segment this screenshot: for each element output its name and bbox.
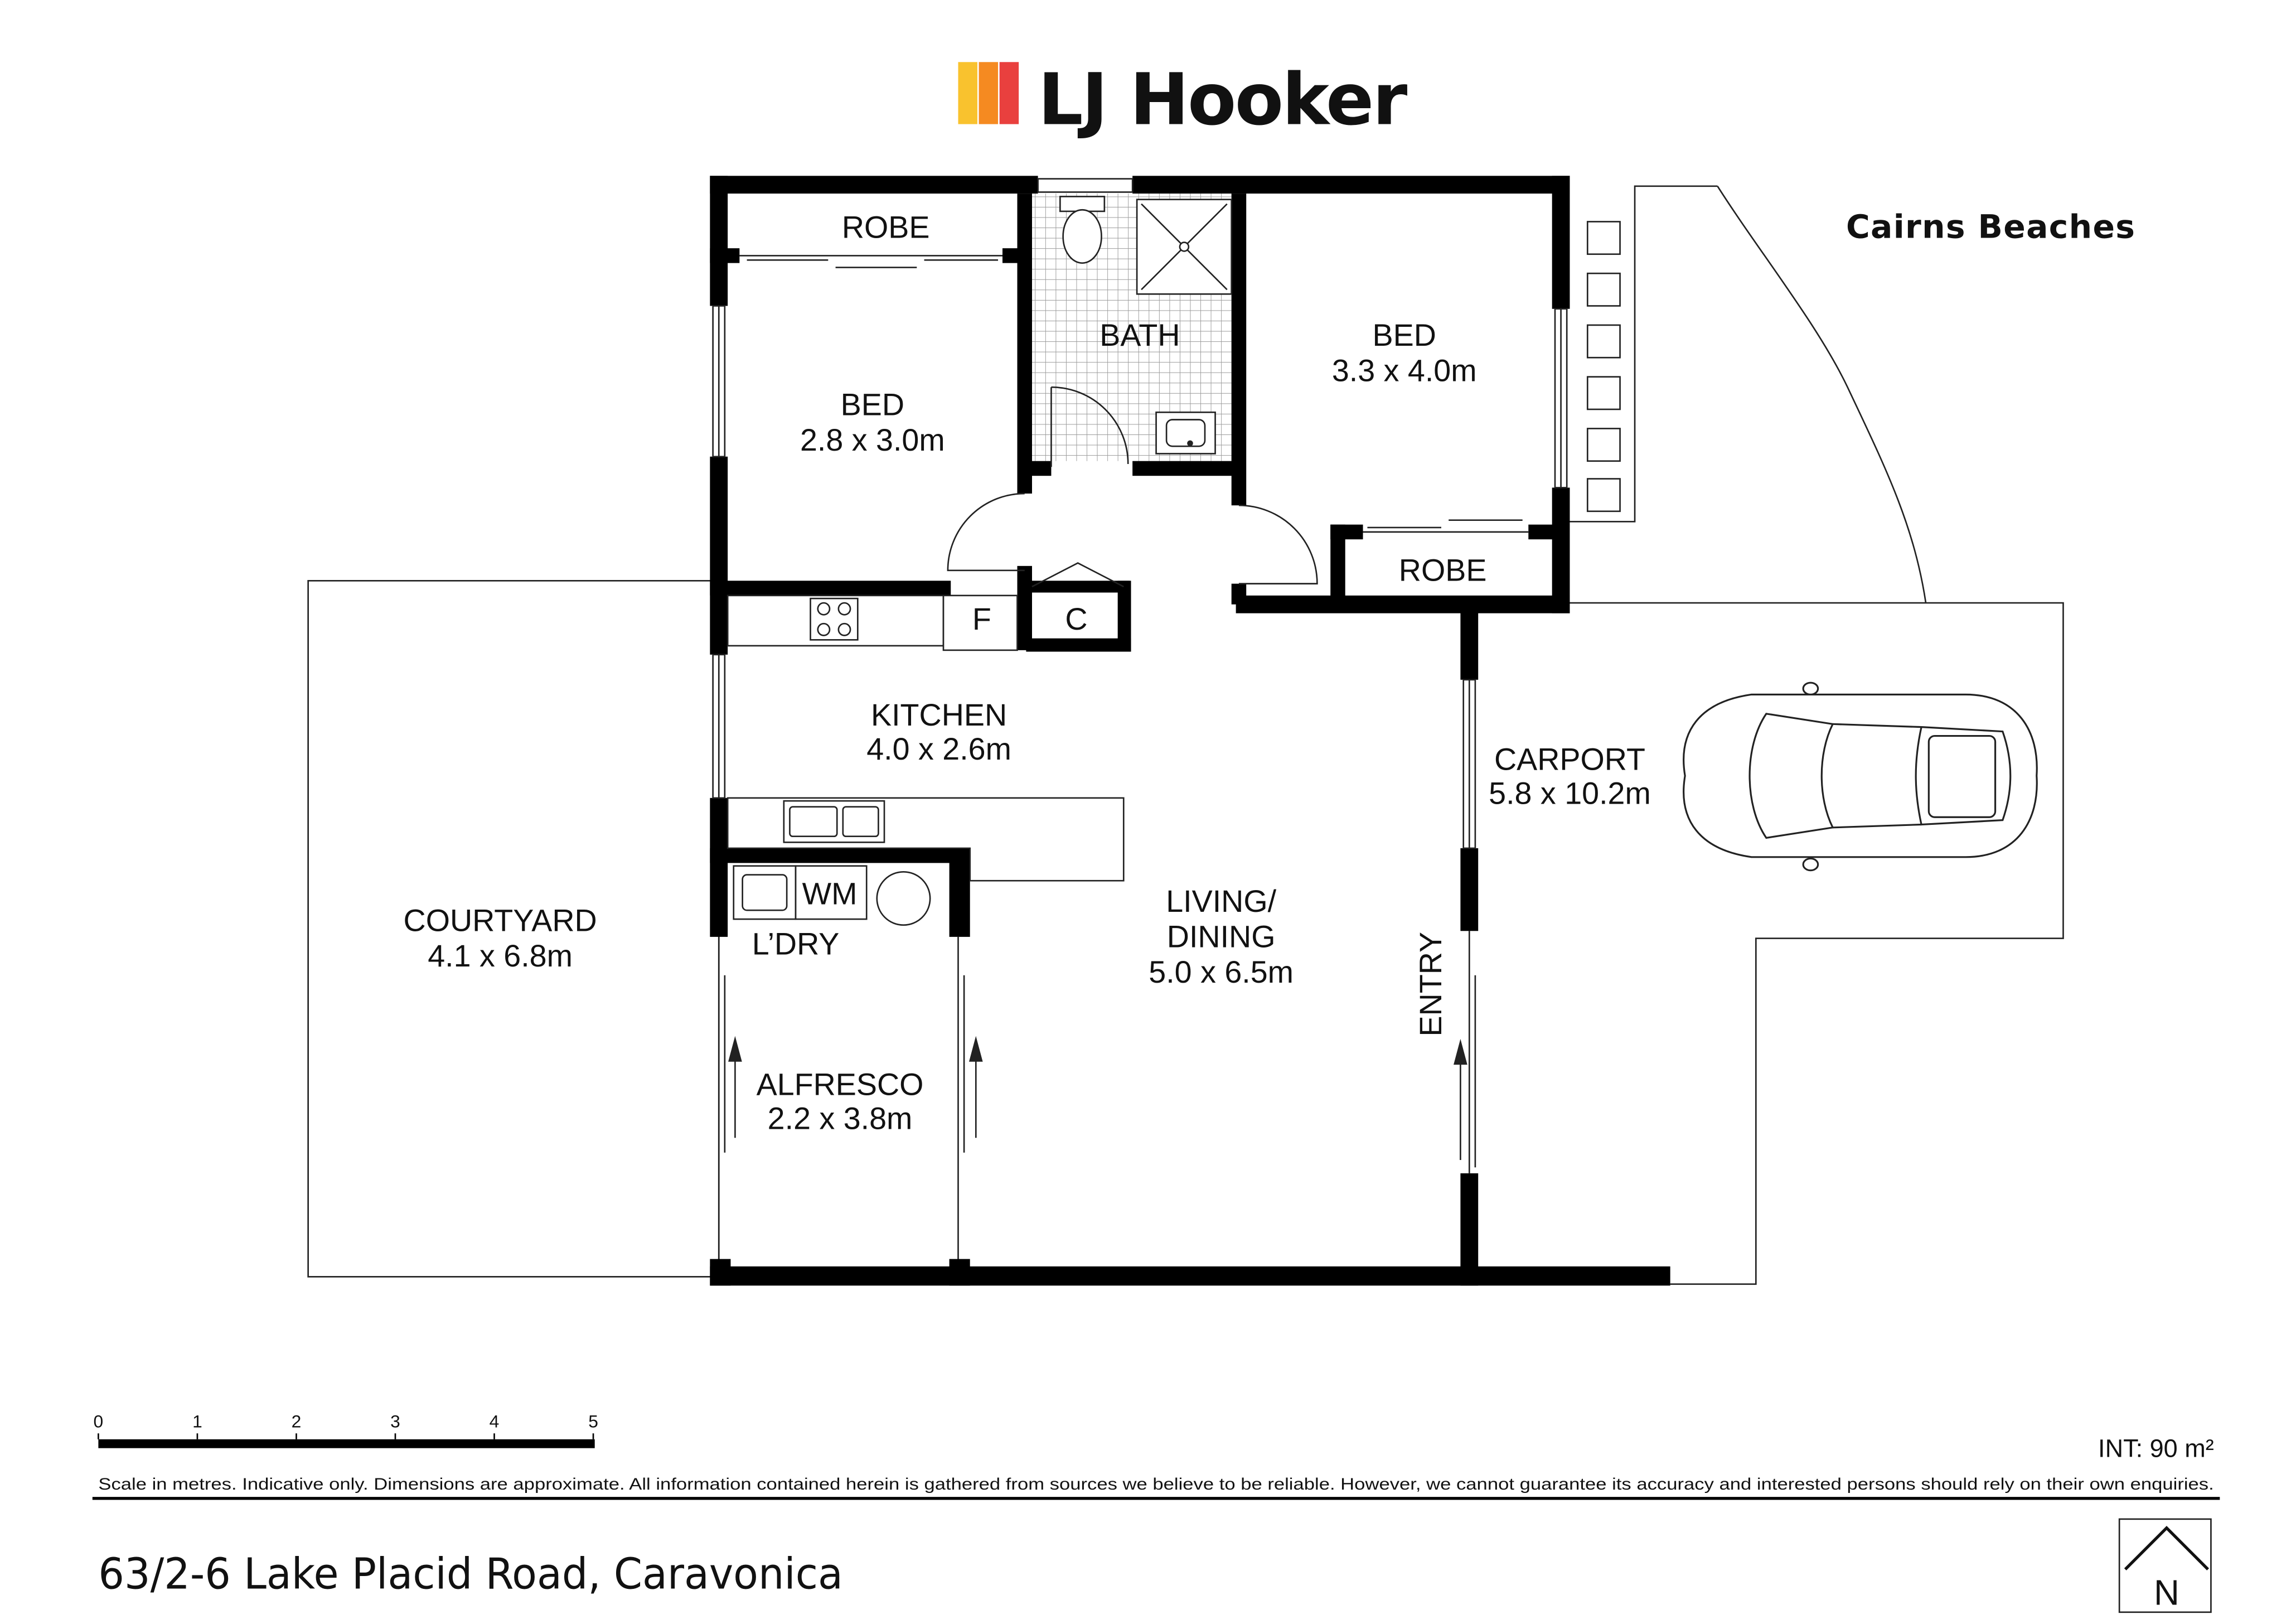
robe-2-label: ROBE (1399, 553, 1487, 587)
brand-logo: LJ Hooker (958, 59, 1409, 141)
scale-bar: 0 1 2 3 4 5 (94, 1412, 598, 1448)
bath-label: BATH (1099, 318, 1180, 352)
north-arrow-icon: N (2118, 1518, 2212, 1613)
living-size: 5.0 x 6.5m (1149, 955, 1294, 989)
doors (718, 255, 1529, 1259)
scale-tick-3: 3 (390, 1412, 400, 1432)
wm-label: WM (802, 877, 858, 911)
windows (712, 178, 1568, 849)
cupboard-label: C (1065, 602, 1087, 636)
garden-curve (1717, 186, 1927, 603)
laundry-label: L’DRY (752, 927, 840, 961)
toilet-cistern (1059, 196, 1106, 212)
bed-1-size: 2.8 x 3.0m (800, 423, 945, 457)
compass-letter: N (2154, 1573, 2179, 1613)
logo-bar-yellow (958, 62, 977, 124)
courtyard-size: 4.1 x 6.8m (428, 939, 573, 973)
scale-tick-0: 0 (94, 1412, 104, 1432)
scale-tick-5: 5 (588, 1412, 598, 1432)
dryer-icon (876, 871, 931, 926)
kitchen-size: 4.0 x 2.6m (866, 732, 1011, 766)
logo-bar-red (999, 62, 1019, 124)
fridge-label: F (972, 602, 991, 636)
disclaimer: Scale in metres. Indicative only. Dimens… (98, 1475, 2213, 1494)
internal-area: INT: 90 m² (2098, 1434, 2214, 1463)
pavers (1586, 221, 1621, 513)
room-labels: ROBE BATH BED 2.8 x 3.0m BED 3.3 x 4.0m … (404, 210, 1651, 1136)
fridge-space (942, 594, 1018, 651)
living-name-2: DINING (1167, 919, 1276, 954)
walls (710, 176, 1670, 1286)
carport-area (1478, 602, 2064, 1285)
bath-fixtures (1059, 196, 1233, 455)
region-label: Cairns Beaches (1846, 208, 2135, 246)
bed-2-size: 3.3 x 4.0m (1332, 354, 1477, 388)
scale-tick-1: 1 (192, 1412, 202, 1432)
logo-bar-orange (979, 62, 999, 124)
scale-tick-4: 4 (490, 1412, 500, 1432)
robe-1-label: ROBE (842, 210, 930, 245)
entry-label: ENTRY (1413, 932, 1448, 1037)
footer-rule (92, 1497, 2220, 1500)
carport-name: CARPORT (1494, 742, 1645, 776)
bed-1-name: BED (841, 388, 904, 422)
alfresco-size: 2.2 x 3.8m (768, 1101, 913, 1135)
cooktop-icon (810, 597, 859, 641)
kitchen-name: KITCHEN (871, 698, 1007, 732)
address: 63/2-6 Lake Placid Road, Caravonica (98, 1549, 842, 1599)
living-name-1: LIVING/ (1166, 884, 1276, 919)
scale-tick-2: 2 (292, 1412, 302, 1432)
garden-boundary (1570, 185, 1718, 523)
alfresco-name: ALFRESCO (757, 1067, 924, 1101)
bed-2-name: BED (1373, 318, 1436, 352)
kitchen-fittings (726, 594, 1125, 926)
washing-machine-space (795, 865, 868, 920)
toilet-bowl-icon (1062, 209, 1102, 264)
courtyard-name: COURTYARD (404, 903, 597, 937)
car-icon (1683, 682, 2038, 872)
carport-size: 5.8 x 10.2m (1489, 776, 1651, 810)
brand-name: LJ Hooker (1038, 59, 1408, 141)
